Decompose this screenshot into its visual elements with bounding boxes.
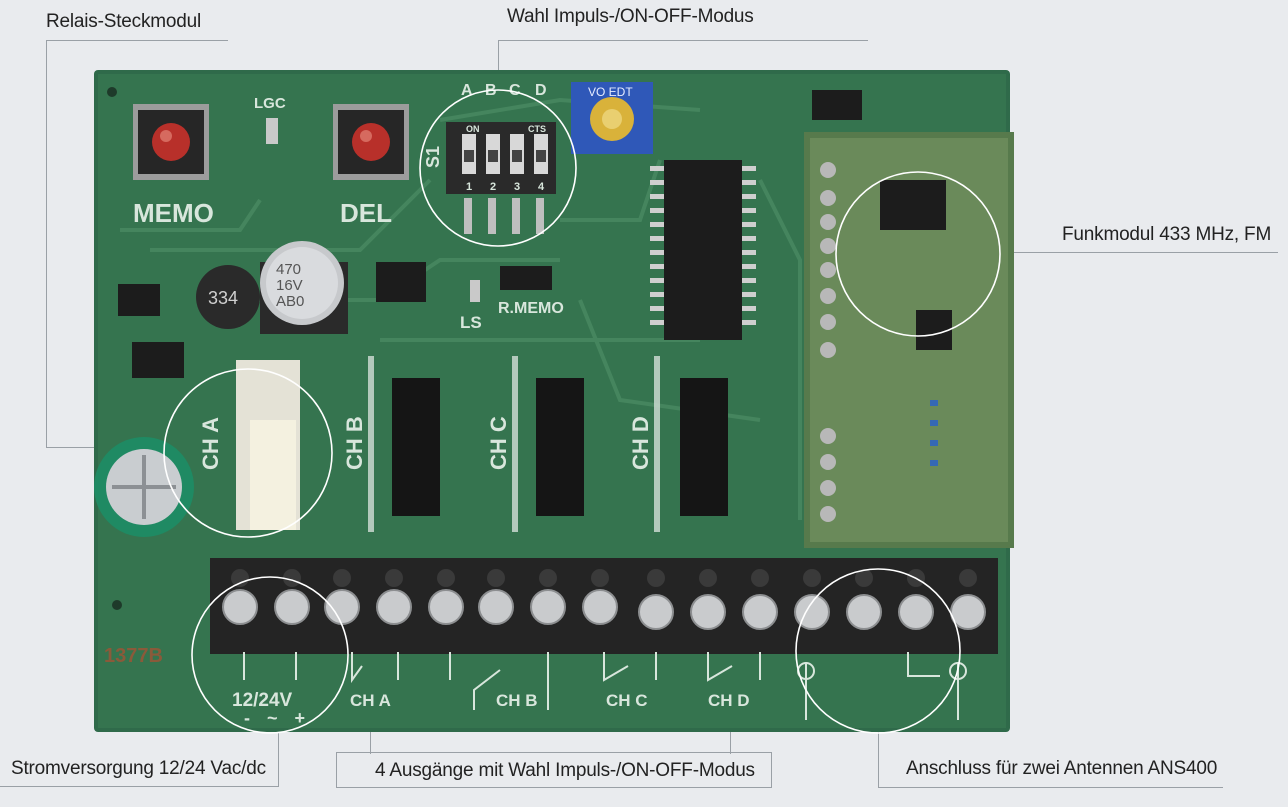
rmemo-silk-label: R.MEMO [498, 300, 564, 317]
highlight-circles [163, 89, 1001, 734]
rmemo-jumper [500, 266, 552, 290]
del-button-part [333, 104, 409, 180]
terminal-ch-c: CH C [606, 691, 648, 710]
dip-bottom-3: 3 [514, 181, 520, 193]
inductor-part [196, 265, 260, 329]
memo-button-part [133, 104, 209, 180]
radio-module-label: Funkmodul 433 MHz, FM [1062, 224, 1272, 245]
highlight-radio [835, 171, 1001, 337]
outputs-callout-line-r [730, 732, 731, 754]
ch-a-silk-label: CH A [198, 417, 223, 470]
terminal-power-label: 12/24V [232, 690, 293, 711]
power-callout-line-h [0, 786, 279, 787]
outputs-callout-box-right [771, 752, 772, 788]
terminal-ch-a: CH A [350, 691, 391, 710]
ch-d-silk-label: CH D [628, 416, 653, 470]
cap-voltage-label: 16V [276, 277, 303, 294]
dip-bottom-4: 4 [538, 181, 545, 193]
relay-callout-line-v [46, 40, 47, 448]
microcontroller-chip [664, 160, 742, 340]
dip-top-c: C [509, 82, 521, 99]
lgc-silk-label: LGC [254, 95, 286, 112]
radio-callout-line [1000, 252, 1278, 253]
outputs-callout-box-top [336, 752, 772, 753]
relay-module-label: Relais-Steckmodul [46, 11, 201, 32]
cap-value-label: 470 [276, 261, 301, 278]
s1-silk-label: S1 [423, 146, 443, 168]
highlight-relay [163, 368, 333, 538]
memo-silk-label: MEMO [133, 198, 214, 228]
power-callout-line-v [278, 732, 279, 786]
dip-cts-label: CTS [528, 124, 546, 134]
pin-headers [392, 378, 728, 516]
del-silk-label: DEL [340, 198, 392, 228]
mode-select-label: Wahl Impuls-/ON-OFF-Modus [507, 6, 754, 27]
inductor-label: 334 [208, 288, 238, 308]
ls-silk-label: LS [460, 313, 482, 332]
outputs-callout-box-left [336, 752, 337, 788]
dip-bottom-2: 2 [490, 181, 496, 193]
cap-code-label: AB0 [276, 293, 304, 310]
relay-callout-line-h [46, 40, 228, 41]
dip-bottom-1: 1 [466, 181, 472, 193]
highlight-power [191, 576, 349, 734]
antenna-callout-line-h [878, 787, 1223, 788]
outputs-label: 4 Ausgänge mit Wahl Impuls-/ON-OFF-Modus [375, 760, 755, 781]
terminal-ch-d: CH D [708, 691, 750, 710]
terminal-power-signs: - ~ + [244, 708, 311, 728]
antenna-callout-line-v [878, 732, 879, 788]
highlight-antenna [795, 568, 961, 734]
dip-top-d: D [535, 82, 547, 99]
power-supply-label: Stromversorgung 12/24 Vac/dc [11, 758, 266, 779]
terminal-ch-b: CH B [496, 691, 538, 710]
dip-on-label: ON [466, 124, 480, 134]
ch-b-silk-label: CH B [342, 416, 367, 470]
antenna-connection-label: Anschluss für zwei Antennen ANS400 [906, 758, 1218, 779]
board-code-label: 1377B [104, 645, 163, 667]
trimmer-label: VO EDT [588, 85, 633, 99]
outputs-callout-box-bottom [336, 787, 772, 788]
highlight-dip [419, 89, 577, 247]
outputs-callout-line-l [370, 732, 371, 754]
mode-callout-line-h [498, 40, 868, 41]
ch-c-silk-label: CH C [486, 416, 511, 470]
